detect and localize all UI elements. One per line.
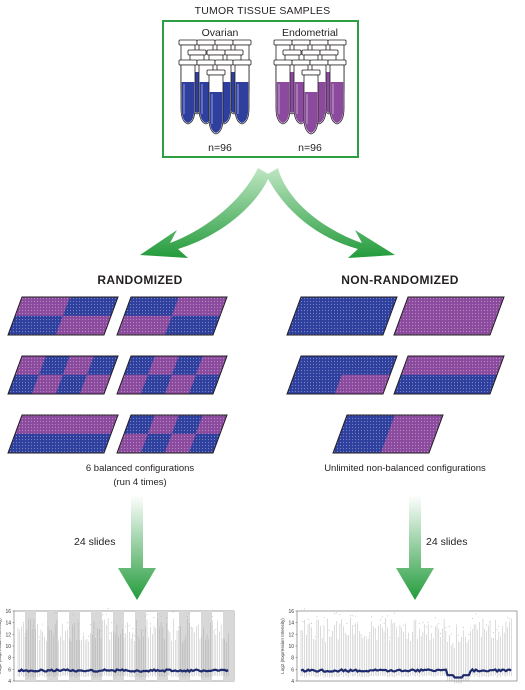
endometrial-count: n=96: [298, 142, 322, 154]
non-randomized-slide-2: [393, 296, 505, 336]
ovarian-tube-10: [232, 59, 252, 125]
randomized-slide-5: [7, 414, 119, 454]
ovarian-label: Ovarian: [201, 27, 239, 39]
randomized-caption-1: 6 balanced configurations: [85, 463, 195, 474]
down-arrow-non-randomized: [396, 495, 434, 600]
ytick-label: 14: [5, 621, 11, 627]
ytick-label: 8: [291, 656, 294, 662]
randomized-caption-2: (run 4 times): [113, 477, 167, 488]
ytick-label: 6: [8, 667, 11, 673]
ytick-label: 10: [288, 644, 294, 650]
arrow-to-randomized: [140, 168, 270, 258]
down-arrow-randomized: [118, 495, 156, 600]
ytick-label: 4: [291, 679, 294, 685]
ytick-label: 12: [5, 632, 11, 638]
randomized-slide-1: [7, 296, 119, 336]
randomized-slide-2: [116, 296, 228, 336]
endometrial-tube-7: [273, 59, 293, 125]
randomized-slide-4: [116, 355, 228, 395]
ylabel: Log2 (Expression Intensity): [280, 618, 285, 674]
median-trace: [17, 668, 229, 674]
ytick-label: 12: [288, 632, 294, 638]
ylabel: Log2 (Expression Intensity): [0, 618, 2, 674]
ytick-label: 16: [288, 609, 294, 615]
ytick-label: 14: [288, 621, 294, 627]
ovarian-tube-11: [206, 69, 226, 135]
median-trace: [300, 667, 512, 679]
non-randomized-slide-1: [286, 296, 398, 336]
samples-title: TUMOR TISSUE SAMPLES: [194, 5, 331, 17]
boxplot-2: 16 14 12 10 8 6 4 Log2 (Expression Intensity): [280, 608, 518, 685]
ovarian-count: n=96: [208, 142, 232, 154]
non-randomized-slide-5: [332, 414, 444, 454]
non-randomized-slides-label: 24 slides: [426, 536, 468, 548]
ytick-label: 10: [5, 644, 11, 650]
ytick-label: 8: [8, 656, 11, 662]
non-randomized-slide-4: [393, 355, 505, 395]
randomized-slide-6: [116, 414, 228, 454]
ovarian-tube-7: [178, 59, 198, 125]
samples-box: [162, 20, 359, 158]
ytick-label: 4: [8, 679, 11, 685]
endometrial-tube-10: [327, 59, 347, 125]
randomized-slides-label: 24 slides: [74, 536, 116, 548]
randomized-heading: RANDOMIZED: [97, 273, 183, 287]
endometrial-tube-11: [301, 69, 321, 135]
randomized-slide-3: [7, 355, 119, 395]
ytick-label: 6: [291, 667, 294, 673]
non-randomized-heading: NON-RANDOMIZED: [341, 273, 459, 287]
ytick-label: 16: [5, 609, 11, 615]
non-randomized-slide-3: [286, 355, 398, 395]
arrow-to-non-randomized: [266, 168, 395, 258]
non-randomized-caption: Unlimited non-balanced configurations: [324, 463, 486, 474]
boxplot-1: 16 14 12 10 8 6 4 Log2 (Expression Intensity): [0, 608, 235, 685]
endometrial-label: Endometrial: [281, 27, 339, 39]
